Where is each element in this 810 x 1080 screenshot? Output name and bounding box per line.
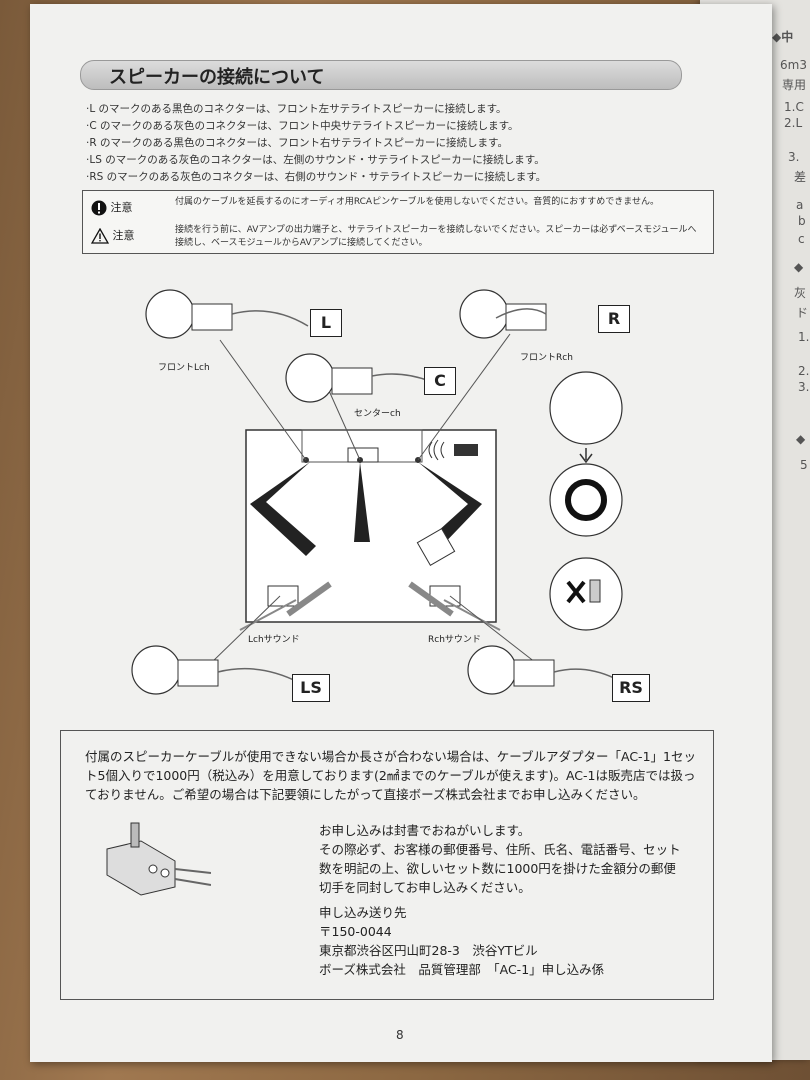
bullet-item: ·C のマークのある灰色のコネクターは、フロント中央サテライトスピーカーに接続し… [86,120,519,132]
adjacent-page-fragment: a [796,198,804,212]
cable-adapter-info-box: 付属のスピーカーケーブルが使用できない場合か長さが合わない場合は、ケーブルアダプ… [60,730,714,1000]
caution-label: 注意 [112,229,135,242]
front-left-label: フロントLch [158,363,210,373]
adjacent-page-fragment: 2. [798,364,810,378]
section-title: スピーカーの接続について [109,67,325,88]
adjacent-page-fragment: 灰 [794,286,807,300]
speaker-connection-diagram: L C R LS RS フロントLch フロントRch センターch Lchサウ… [120,284,680,714]
adjacent-page-fragment: 2.L [784,116,803,130]
adjacent-page-fragment: 3. [798,380,810,394]
cable-adapter-illustration [106,822,211,896]
address-line: 〒150-0044 [319,924,392,939]
speaker-tag-ls: LS [292,674,330,702]
surround-left-label: Lchサウンド [248,635,300,645]
address-line: 申し込み送り先 [319,905,407,920]
adjacent-page-fragment: 1.C [784,100,804,114]
adjacent-page-fragment: ◆ [794,260,804,274]
caution-text: 接続を行う前に、AVアンプの出力端子と、サテライトスピーカーを接続しないでくださ… [175,225,697,248]
adjacent-page-fragment: ◆ [796,432,806,446]
bullet-item: ·LS のマークのある灰色のコネクターは、左側のサウンド・サテライトスピーカーに… [86,154,545,166]
bullet-item: ·L のマークのある黒色のコネクターは、フロント左サテライトスピーカーに接続しま… [86,103,507,115]
caution-row: 注意 [91,199,133,216]
bullet-item: ·RS のマークのある灰色のコネクターは、右側のサウンド・サテライトスピーカーに… [86,171,547,183]
warning-triangle-icon [90,227,110,244]
order-line: その際必ず、お客様の郵便番号、住所、氏名、電話番号、セット [319,842,681,857]
order-line: 切手を同封してお申し込みください。 [319,880,531,895]
address-line: 東京都渋谷区円山町28-3 渋谷YTビル [319,943,538,958]
mailing-address: 申し込み送り先 〒150-0044 東京都渋谷区円山町28-3 渋谷YTビル ボ… [319,903,604,979]
diagram-drawing [131,289,623,695]
adjacent-page-fragment: 6m3 [780,58,807,72]
adjacent-page-fragment: 3. [788,150,800,164]
manual-page: スピーカーの接続について ·L のマークのある黒色のコネクターは、フロント左サテ… [30,4,772,1062]
adjacent-page-fragment: b [798,214,806,228]
connector-bullet-list: ·L のマークのある黒色のコネクターは、フロント左サテライトスピーカーに接続しま… [86,101,546,186]
speaker-tag-l: L [310,309,342,337]
adjacent-page-fragment: 5 [800,458,808,472]
adjacent-page-fragment: 専用 [782,78,807,92]
surround-right-label: Rchサウンド [428,635,481,645]
adjacent-page-fragment: 差 [794,170,807,184]
adjacent-page-fragment: 1. [798,330,810,344]
caution-box: 注意 付属のケーブルを延長するのにオーディオ用RCAピンケーブルを使用しないでく… [82,190,714,254]
speaker-tag-c: C [424,367,456,395]
caution-row: 注意 [90,227,135,244]
page-number: 8 [396,1028,404,1042]
caution-label: 注意 [110,201,133,214]
address-line: ボーズ株式会社 品質管理部 「AC-1」申し込み係 [319,962,605,977]
speaker-tag-rs: RS [612,674,650,702]
speaker-tag-r: R [598,305,630,333]
order-line: お申し込みは封書でおねがいします。 [319,823,531,838]
center-label: センターch [354,409,401,419]
bullet-item: ·R のマークのある黒色のコネクターは、フロント右サテライトスピーカーに接続しま… [86,137,508,149]
caution-text: 付属のケーブルを延長するのにオーディオ用RCAピンケーブルを使用しないでください… [175,197,659,207]
adapter-info-text: 付属のスピーカーケーブルが使用できない場合か長さが合わない場合は、ケーブルアダプ… [85,749,696,802]
adjacent-page-fragment: c [798,232,805,246]
order-line: 数を明記の上、欲しいセット数に1000円を掛けた金額分の郵便 [319,861,676,876]
exclamation-circle-icon [91,200,107,216]
section-title-bar: スピーカーの接続について [80,60,682,90]
adjacent-page-fragment: ◆中 [772,30,794,44]
order-instructions: お申し込みは封書でおねがいします。 その際必ず、お客様の郵便番号、住所、氏名、電… [319,821,699,897]
adjacent-page-fragment: ド [796,306,809,320]
front-right-label: フロントRch [520,353,573,363]
